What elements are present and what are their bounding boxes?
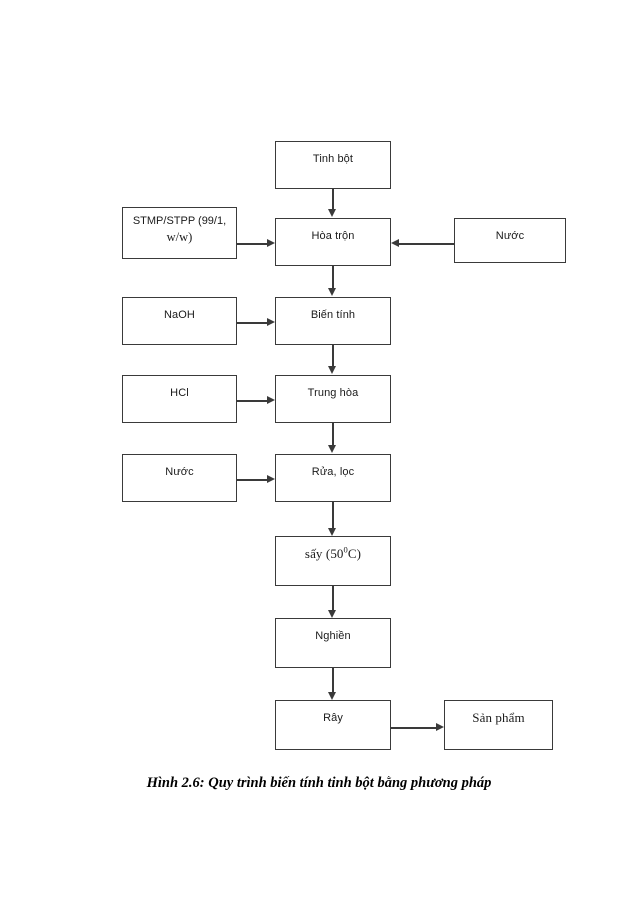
connector-say-to-nghien [332, 586, 334, 611]
process-box-nghien: Nghiền [275, 618, 391, 668]
process-box-rua-loc: Rửa, lọc [275, 454, 391, 502]
input-label-naoh: NaOH [164, 309, 195, 321]
connector-nuoc-to-rua-loc [237, 479, 268, 481]
process-label-hoa-tron: Hòa trộn [311, 230, 355, 242]
arrowhead-bien-tinh-to-trung-hoa [328, 366, 336, 374]
process-label-trung-hoa: Trung hòa [307, 387, 359, 399]
process-label-tinh-bot: Tinh bột [312, 153, 354, 165]
arrowhead-ray-to-san-pham [436, 723, 444, 731]
arrowhead-stmp-stpp-to-hoa-tron [267, 239, 275, 247]
figure-caption: Hình 2.6: Quy trình biến tính tinh bột b… [146, 775, 492, 791]
output-box-san-pham: Sản phẩm [444, 700, 553, 750]
input-label-nuoc-hoa-tron: Nước [495, 230, 525, 242]
arrowhead-rua-loc-to-say [328, 528, 336, 536]
arrowhead-hoa-tron-to-bien-tinh [328, 288, 336, 296]
process-label-say-superscript: 0 [343, 544, 348, 555]
arrowhead-trung-hoa-to-rua-loc [328, 445, 336, 453]
input-box-hcl: HCl [122, 375, 237, 423]
process-box-tinh-bot: Tinh bột [275, 141, 391, 189]
process-label-say-suffix: C) [347, 546, 362, 561]
input-label-stmp-stpp-line2: w/w) [166, 230, 193, 244]
process-box-ray: Rây [275, 700, 391, 750]
connector-stmp-stpp-to-hoa-tron [237, 243, 268, 245]
connector-hoa-tron-to-bien-tinh [332, 266, 334, 289]
connector-hcl-to-trung-hoa [237, 400, 268, 402]
process-box-say: sấy (500C) [275, 536, 391, 586]
output-label-san-pham: Sản phẩm [472, 710, 525, 725]
process-label-say-prefix: sấy (50 [304, 546, 344, 561]
process-box-trung-hoa: Trung hòa [275, 375, 391, 423]
input-label-stmp-stpp-line1: STMP/STPP (99/1, [132, 215, 227, 227]
connector-bien-tinh-to-trung-hoa [332, 345, 334, 367]
process-label-say: sấy (500C) [276, 537, 390, 562]
connector-naoh-to-bien-tinh [237, 322, 268, 324]
process-label-rua-loc: Rửa, lọc [311, 466, 355, 478]
input-box-nuoc-rua: Nước [122, 454, 237, 502]
arrowhead-tinh-bot-to-hoa-tron [328, 209, 336, 217]
input-label-nuoc-rua: Nước [165, 466, 194, 478]
connector-nghien-to-ray [332, 668, 334, 693]
input-label-hcl: HCl [170, 387, 189, 399]
arrowhead-say-to-nghien [328, 610, 336, 618]
input-box-stmp-stpp: STMP/STPP (99/1, w/w) [122, 207, 237, 259]
arrowhead-nghien-to-ray [328, 692, 336, 700]
arrowhead-naoh-to-bien-tinh [267, 318, 275, 326]
input-box-naoh: NaOH [122, 297, 237, 345]
connector-nuoc-right-to-hoa-tron [399, 243, 455, 245]
process-label-ray: Rây [323, 712, 343, 724]
connector-trung-hoa-to-rua-loc [332, 423, 334, 446]
arrowhead-nuoc-to-rua-loc [267, 475, 275, 483]
process-box-bien-tinh: Biến tính [275, 297, 391, 345]
connector-ray-to-san-pham [391, 727, 437, 729]
arrowhead-nuoc-right-to-hoa-tron [391, 239, 399, 247]
process-label-nghien: Nghiền [315, 630, 351, 642]
process-label-bien-tinh: Biến tính [310, 309, 356, 321]
connector-tinh-bot-to-hoa-tron [332, 189, 334, 210]
arrowhead-hcl-to-trung-hoa [267, 396, 275, 404]
input-box-nuoc-hoa-tron: Nước [454, 218, 566, 263]
process-box-hoa-tron: Hòa trộn [275, 218, 391, 266]
connector-rua-loc-to-say [332, 502, 334, 529]
